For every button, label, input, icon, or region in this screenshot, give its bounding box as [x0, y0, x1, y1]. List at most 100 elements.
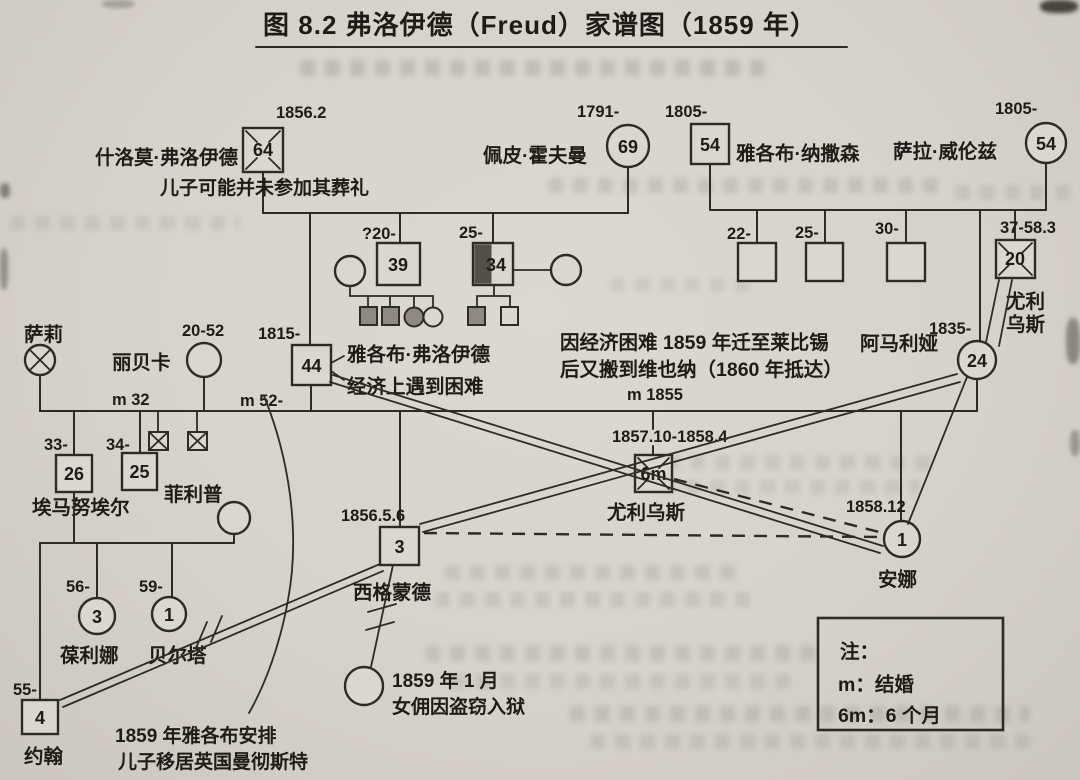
legend-border: [816, 616, 1005, 732]
scan-artifact: [1066, 318, 1080, 364]
bleed-through-text: [450, 674, 800, 689]
person-name: 约翰: [24, 745, 64, 768]
close-bond-amalia-sigmund: [419, 373, 961, 533]
amalia-anna-line: [907, 376, 968, 525]
female-circle: [1024, 121, 1068, 165]
female-circle: [185, 341, 223, 379]
maid-annotation-line1: 1859 年 1 月: [392, 669, 499, 692]
age-label: 20: [1005, 249, 1025, 269]
person-maternal-uncle-1: 22-: [727, 225, 778, 283]
dashed-line-julius-baby-anna: [673, 477, 884, 535]
person-name: 阿马利娅: [860, 333, 939, 355]
person-name: 雅各布·纳撒森: [736, 142, 860, 165]
person-name: 萨莉: [24, 323, 63, 346]
male-square: [375, 241, 422, 287]
birth-date: 25-: [795, 224, 819, 242]
birth-date: 1805-: [995, 100, 1037, 118]
figure-title: 图 8.2 弗洛伊德（Freud）家谱图（1859 年）: [263, 10, 817, 40]
female-circle-wife: [549, 253, 583, 287]
person-jacob: 1815- 44 雅各布·弗洛伊德 经济上遇到困难: [258, 325, 490, 412]
person-name: 埃马努埃尔: [32, 496, 130, 519]
person-rebecca: 20-52 丽贝卡: [112, 322, 224, 412]
birth-date: 1856.5.6: [341, 507, 405, 525]
person-maternal-uncle-3: 30-: [875, 220, 927, 283]
person-name: 贝尔塔: [148, 644, 207, 667]
person-shlomo: 1856.2 什洛莫·弗洛伊德 64: [95, 104, 326, 174]
person-amalia: 1835- 阿马利娅 24: [860, 320, 998, 412]
half-shaded-fill: [474, 244, 492, 284]
person-name: 佩皮·霍夫曼: [483, 144, 587, 167]
person-name: 萨拉·威伦兹: [893, 140, 997, 163]
person-sally: 萨莉: [23, 323, 63, 412]
dashed-line-sigmund-anna: [423, 531, 882, 539]
scan-artifact: [1040, 0, 1078, 13]
legend-box: 注： m：结婚 6m：6 个月: [816, 616, 1005, 732]
person-philipp: 34- 25 菲利普: [106, 410, 223, 506]
child-male-square: [359, 306, 378, 326]
bleed-through-text: [435, 592, 755, 607]
person-maternal-uncle-2: 25-: [795, 224, 845, 283]
marriage-label-m52: m 52-: [240, 392, 283, 410]
age-label: 54: [1036, 134, 1056, 154]
person-name-line2: 乌斯: [1006, 313, 1046, 336]
marriage-label-m1855: m 1855: [627, 386, 683, 404]
person-emanuel: 33- 26 埃马努埃尔: [32, 410, 130, 519]
person-name: 西格蒙德: [353, 581, 432, 604]
scan-artifact: [0, 248, 8, 290]
female-circle-wife: [333, 254, 367, 288]
person-julius-uncle: 37-58.3 20 尤利 乌斯: [994, 219, 1056, 336]
birth-death-date: 37-58.3: [1000, 219, 1056, 237]
person-paternal-uncle-2: 25- 34: [459, 224, 583, 326]
age-label: 64: [253, 140, 273, 160]
deceased-infants: [148, 410, 208, 451]
birth-date: 1858.12: [846, 498, 906, 516]
person-paternal-uncle-1: ?20- 39: [333, 225, 444, 328]
male-square: [120, 451, 159, 492]
age-label: 4: [35, 708, 45, 728]
bleed-through-text: [640, 455, 940, 470]
female-circle: [882, 519, 922, 559]
bleed-through-text: [570, 706, 1030, 722]
age-label: 39: [388, 255, 408, 275]
person-name: 安娜: [878, 568, 918, 591]
person-name: 菲利普: [164, 483, 223, 506]
birth-death-date: 1856.2: [276, 104, 326, 122]
person-name: 尤利乌斯: [607, 501, 686, 524]
scan-artifact: [0, 183, 10, 198]
bleed-through-text: [445, 565, 745, 580]
family-structure-lines-maternal: [709, 162, 1047, 342]
child-female-circle: [403, 306, 425, 328]
age-label: 3: [394, 537, 404, 557]
child-male-square: [381, 306, 400, 326]
child-male-square: [467, 306, 486, 326]
male-square: [804, 241, 845, 283]
male-square: [736, 241, 778, 283]
age-label: 54: [700, 135, 720, 155]
bleed-through-text: [660, 480, 920, 494]
male-square: [20, 698, 60, 736]
male-square: [290, 343, 333, 387]
manchester-annotation-line2: 儿子移居英国曼彻斯特: [117, 750, 308, 773]
person-anna: 1858.12 1 安娜: [846, 410, 922, 591]
bleed-through-text: [425, 645, 825, 661]
age-label: 3: [92, 607, 102, 627]
child-female-circle: [422, 306, 444, 328]
deceased-corner-marks: [245, 130, 281, 170]
person-pepi: 1791- 佩皮·霍夫曼 69: [483, 103, 651, 169]
person-maid: 1859 年 1 月 女佣因盗窃入狱: [343, 564, 525, 718]
age-label: 24: [967, 351, 987, 371]
maid-annotation-line2: 女佣因盗窃入狱: [392, 695, 525, 718]
birth-date: 1835-: [929, 320, 971, 338]
birth-date: 25-: [459, 224, 483, 242]
person-name: 什洛莫·弗洛伊德: [95, 146, 238, 169]
person-name: 葆利娜: [59, 644, 119, 667]
age-label: 26: [64, 464, 84, 484]
bleed-through-text: [610, 278, 760, 292]
cutoff-marks-maid: [365, 603, 397, 631]
leipzig-annotation-line1: 因经济困难 1859 年迁至莱比锡: [560, 331, 829, 354]
manchester-annotation-line1: 1859 年雅各布安排: [115, 724, 277, 747]
deceased-cross: [28, 348, 52, 372]
children-lines: [349, 285, 434, 308]
